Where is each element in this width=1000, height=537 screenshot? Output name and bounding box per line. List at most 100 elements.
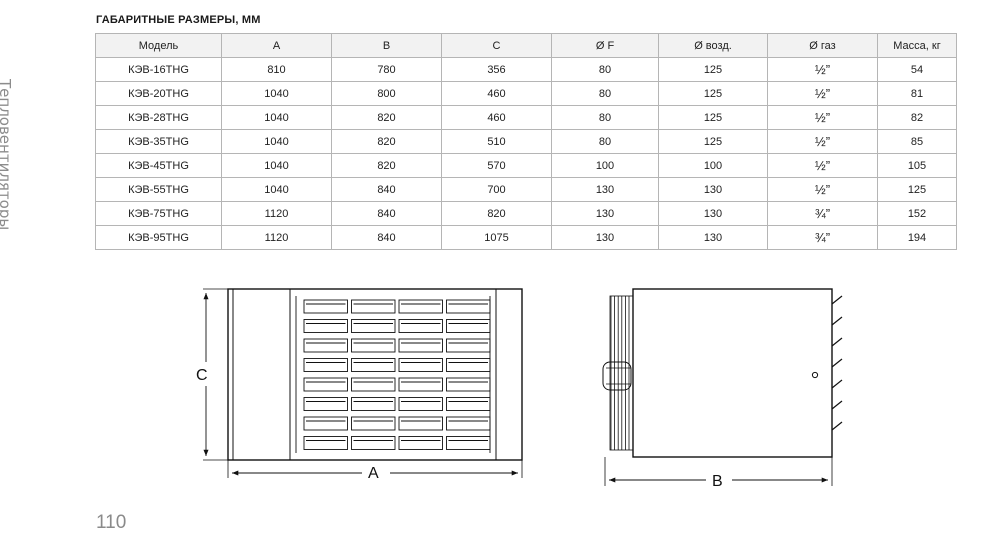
louver-slat	[398, 397, 443, 411]
side-blade	[831, 358, 843, 368]
louver-slat	[351, 397, 396, 411]
louver-slat	[303, 436, 348, 450]
cell-b: 840	[331, 201, 442, 226]
cell-air: 130	[658, 201, 768, 226]
dimensions-table: Модель A B C Ø F Ø возд. Ø газ Масса, кг…	[95, 33, 957, 250]
cell-mass: 194	[877, 225, 957, 250]
cell-f: 130	[551, 225, 659, 250]
side-louver-blades	[831, 295, 843, 431]
cell-air: 125	[658, 105, 768, 130]
header-b: B	[331, 33, 442, 58]
cell-mass: 85	[877, 129, 957, 154]
louver-slat	[398, 377, 443, 392]
louver-slat	[351, 299, 396, 314]
front-housing	[227, 288, 523, 461]
cell-air: 130	[658, 225, 768, 250]
cell-f: 130	[551, 201, 659, 226]
cell-c: 356	[441, 57, 552, 82]
side-view	[602, 288, 843, 486]
louver-slat	[446, 436, 491, 450]
louver-slat	[398, 338, 443, 353]
louver-slat	[446, 416, 491, 431]
side-blade	[831, 295, 843, 305]
louver-slat	[303, 358, 348, 372]
table-header-row: Модель A B C Ø F Ø возд. Ø газ Масса, кг	[95, 33, 957, 58]
header-mass: Масса, кг	[877, 33, 957, 58]
side-blade	[831, 337, 843, 347]
cell-c: 1075	[441, 225, 552, 250]
side-housing	[632, 288, 833, 458]
cell-a: 1120	[221, 201, 332, 226]
cell-a: 810	[221, 57, 332, 82]
louver-slat	[398, 299, 443, 314]
section-title: ГАБАРИТНЫЕ РАЗМЕРЫ, ММ	[96, 14, 261, 26]
cell-mass: 82	[877, 105, 957, 130]
louver-slat	[351, 319, 396, 333]
cell-model: КЭВ-95THG	[95, 225, 222, 250]
louver-slat	[446, 358, 491, 372]
cell-f: 100	[551, 153, 659, 178]
cell-a: 1040	[221, 105, 332, 130]
header-air: Ø возд.	[658, 33, 768, 58]
cell-f: 130	[551, 177, 659, 202]
header-a: A	[221, 33, 332, 58]
cell-a: 1040	[221, 81, 332, 106]
louver-slat	[446, 319, 491, 333]
louver-slat	[303, 338, 348, 353]
cell-f: 80	[551, 129, 659, 154]
header-f: Ø F	[551, 33, 659, 58]
louver-slat	[446, 377, 491, 392]
cell-b: 840	[331, 225, 442, 250]
louver-slat	[303, 377, 348, 392]
cell-c: 460	[441, 81, 552, 106]
cell-mass: 81	[877, 81, 957, 106]
side-fin-stack	[609, 295, 634, 451]
side-blade	[831, 421, 843, 431]
cell-gas: ¾”	[767, 225, 878, 250]
cell-model: КЭВ-28THG	[95, 105, 222, 130]
louver-slat	[351, 436, 396, 450]
cell-model: КЭВ-45THG	[95, 153, 222, 178]
table-row: КЭВ-28THG 1040 820 460 80 125 ½” 82	[95, 105, 957, 130]
louver-slat	[351, 358, 396, 372]
side-blade	[831, 400, 843, 410]
page-number: 110	[96, 512, 127, 533]
louver-slat	[303, 299, 348, 314]
louver-grille	[295, 296, 491, 453]
cell-model: КЭВ-20THG	[95, 81, 222, 106]
cell-f: 80	[551, 57, 659, 82]
louver-slat	[303, 397, 348, 411]
dim-label-b: B	[712, 473, 723, 490]
louver-slat	[398, 358, 443, 372]
header-c: C	[441, 33, 552, 58]
side-blade	[831, 379, 843, 389]
table-row: КЭВ-75THG 1120 840 820 130 130 ¾” 152	[95, 201, 957, 226]
louver-slat	[351, 377, 396, 392]
cell-c: 820	[441, 201, 552, 226]
cell-b: 820	[331, 153, 442, 178]
gas-connection-pipe	[602, 361, 632, 391]
table-row: КЭВ-16THG 810 780 356 80 125 ½” 54	[95, 57, 957, 82]
fin-stack-frame	[609, 295, 634, 451]
side-bolt	[811, 371, 819, 379]
cell-b: 820	[331, 105, 442, 130]
cell-air: 130	[658, 177, 768, 202]
louver-slat	[303, 319, 348, 333]
louver-slat	[398, 319, 443, 333]
louver-slat	[303, 416, 348, 431]
louver-slat	[351, 416, 396, 431]
cell-b: 820	[331, 129, 442, 154]
louver-slat	[398, 436, 443, 450]
cell-b: 800	[331, 81, 442, 106]
louver-slat	[446, 397, 491, 411]
louver-slat	[351, 338, 396, 353]
louver-slat	[398, 416, 443, 431]
dim-label-c: C	[196, 367, 208, 384]
dim-label-a: A	[368, 465, 379, 482]
table-row: КЭВ-95THG 1120 840 1075 130 130 ¾” 194	[95, 225, 957, 250]
louver-slat	[446, 338, 491, 353]
header-gas: Ø газ	[767, 33, 878, 58]
front-view	[203, 288, 523, 478]
louver-slat	[446, 299, 491, 314]
